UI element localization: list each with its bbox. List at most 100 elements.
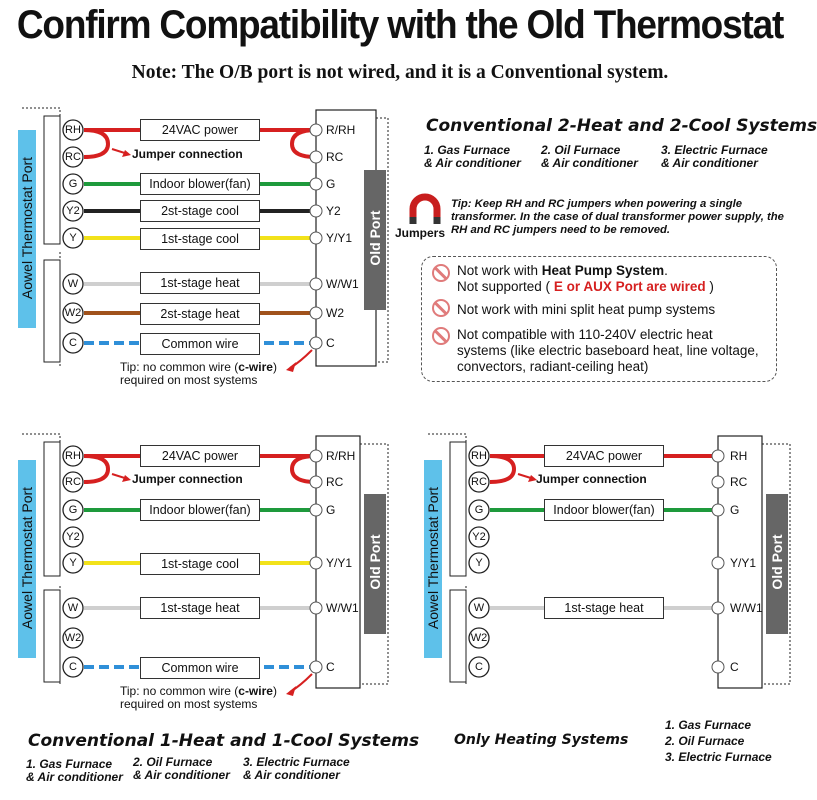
thermostat-port-label: Aowel Thermostat Port [19, 156, 35, 300]
wire-label-heat1: 1st-stage heat [140, 272, 260, 294]
wire-label-fan: Indoor blower(fan) [544, 499, 664, 521]
terminal-rc: RC [471, 476, 487, 488]
terminal-y2: Y2 [66, 531, 80, 543]
old-terminal-c: C [730, 660, 739, 674]
jumper-connection-label: Jumper connection [132, 147, 243, 161]
old-terminal-g: G [326, 503, 336, 517]
warnings-box [421, 256, 777, 382]
common-wire-tip-2: required on most systems [120, 697, 258, 711]
old-terminal-rh: RH [730, 449, 748, 463]
wire-label-heat1: 1st-stage heat [544, 597, 664, 619]
diagram-one-stage: Aowel Thermostat Port Old Port RH RC G Y… [0, 426, 400, 726]
terminal-c: C [475, 661, 483, 673]
terminal-rh: RH [471, 450, 487, 462]
old-port-label: Old Port [367, 534, 383, 590]
thermostat-port-sidebar: Aowel Thermostat Port [424, 460, 442, 658]
old-port-label: Old Port [367, 210, 383, 266]
old-terminal-rc: RC [326, 150, 344, 164]
prohibited-icon [432, 327, 450, 345]
old-terminal-rc: RC [326, 475, 344, 489]
thermostat-port-sidebar: Aowel Thermostat Port [18, 130, 36, 328]
warning-mini-split: Not work with mini split heat pump syste… [457, 302, 716, 317]
terminal-g: G [474, 504, 484, 516]
system-title-2h2c: Conventional 2-Heat and 2-Cool Systems [426, 116, 817, 136]
common-wire-tip: Tip: no common wire (c-wire) [120, 684, 277, 698]
system-item: 1. Gas Furnace& Air conditioner [424, 143, 521, 170]
system-item: 3. Electric Furnace [665, 750, 772, 764]
warning-e-aux: Not supported ( E or AUX Port are wired … [457, 279, 714, 294]
wire-label-heat1: 1st-stage heat [140, 597, 260, 619]
wire-label-power: 24VAC power [140, 119, 260, 141]
old-terminal-rrh: R/RH [326, 449, 356, 463]
thermostat-port-label: Aowel Thermostat Port [19, 486, 35, 630]
terminal-y: Y [475, 557, 483, 569]
old-terminal-yy1: Y/Y1 [326, 231, 353, 245]
common-wire-tip-2: required on most systems [120, 373, 258, 387]
jumper-connection-label: Jumper connection [132, 472, 243, 486]
terminal-c: C [69, 661, 77, 673]
terminal-w: W [67, 278, 79, 290]
jumper-icon [409, 193, 441, 224]
old-terminal-c: C [326, 336, 335, 350]
warning-electric-heat: Not compatible with 110-240V electric he… [457, 327, 759, 374]
terminal-rh: RH [65, 124, 81, 136]
wire-label-cool1: 1st-stage cool [140, 228, 260, 250]
system-item: 3. Electric Furnace& Air conditioner [661, 143, 768, 170]
old-terminal-y2: Y2 [326, 204, 341, 218]
jumpers-label: Jumpers [395, 226, 446, 240]
system-item: 2. Oil Furnace [665, 734, 745, 748]
terminal-y2: Y2 [66, 205, 80, 217]
diagram-heat-only: Aowel Thermostat Port Old Port RH RC G Y… [400, 426, 800, 726]
terminal-w2: W2 [470, 632, 488, 644]
old-terminal-c: C [326, 660, 335, 674]
terminal-w2: W2 [64, 307, 82, 319]
old-terminal-rc: RC [730, 475, 748, 489]
terminal-g: G [68, 504, 78, 516]
old-port-sidebar: Old Port [364, 494, 386, 634]
jumper-connection-label: Jumper connection [536, 472, 647, 486]
wire-label-fan: Indoor blower(fan) [140, 499, 260, 521]
wire-label-common: Common wire [140, 333, 260, 355]
old-port-sidebar: Old Port [364, 170, 386, 310]
terminal-w: W [473, 602, 485, 614]
terminal-w: W [67, 602, 79, 614]
thermostat-port-sidebar: Aowel Thermostat Port [18, 460, 36, 658]
wire-label-fan: Indoor blower(fan) [140, 173, 260, 195]
prohibited-icon [432, 264, 450, 282]
old-terminal-yy1: Y/Y1 [730, 556, 757, 570]
system-item: 1. Gas Furnace& Air conditioner [26, 757, 123, 784]
system-item: 2. Oil Furnace& Air conditioner [133, 755, 230, 782]
old-port-sidebar: Old Port [766, 494, 788, 634]
system-item: 3. Electric Furnace& Air conditioner [243, 755, 350, 782]
old-terminal-ww1: W/W1 [730, 601, 763, 615]
terminal-rc: RC [65, 476, 81, 488]
system-item: 2. Oil Furnace& Air conditioner [541, 143, 638, 170]
common-wire-tip: Tip: no common wire (c-wire) [120, 360, 277, 374]
terminal-rh: RH [65, 450, 81, 462]
warning-heat-pump: Not work with Heat Pump System. [457, 263, 668, 278]
wiring-svg [22, 107, 389, 372]
page-note: Note: The O/B port is not wired, and it … [131, 62, 669, 83]
old-port-label: Old Port [769, 534, 785, 590]
old-terminal-ww1: W/W1 [326, 601, 359, 615]
wire-label-cool1: 1st-stage cool [140, 553, 260, 575]
wiring-svg [428, 433, 791, 689]
wiring-svg [22, 433, 389, 696]
old-terminal-rrh: R/RH [326, 123, 356, 137]
terminal-w2: W2 [64, 632, 82, 644]
system-title-1h1c: Conventional 1-Heat and 1-Cool Systems [28, 731, 420, 751]
old-terminal-ww1: W/W1 [326, 277, 359, 291]
page-title: Confirm Compatibility with the Old Therm… [16, 2, 784, 47]
terminal-rc: RC [65, 151, 81, 163]
system-item: 1. Gas Furnace [665, 718, 752, 732]
old-terminal-g: G [730, 503, 740, 517]
terminal-c: C [69, 337, 77, 349]
wire-label-power: 24VAC power [140, 445, 260, 467]
thermostat-port-label: Aowel Thermostat Port [425, 486, 441, 630]
terminal-y: Y [69, 557, 77, 569]
wire-label-heat2: 2st-stage heat [140, 303, 260, 325]
old-terminal-w2: W2 [326, 306, 344, 320]
terminal-y: Y [69, 232, 77, 244]
system-title-heat-only: Only Heating Systems [454, 732, 629, 748]
diagram-two-stage: Aowel Thermostat Port Old Port RH RC G Y… [0, 100, 400, 400]
